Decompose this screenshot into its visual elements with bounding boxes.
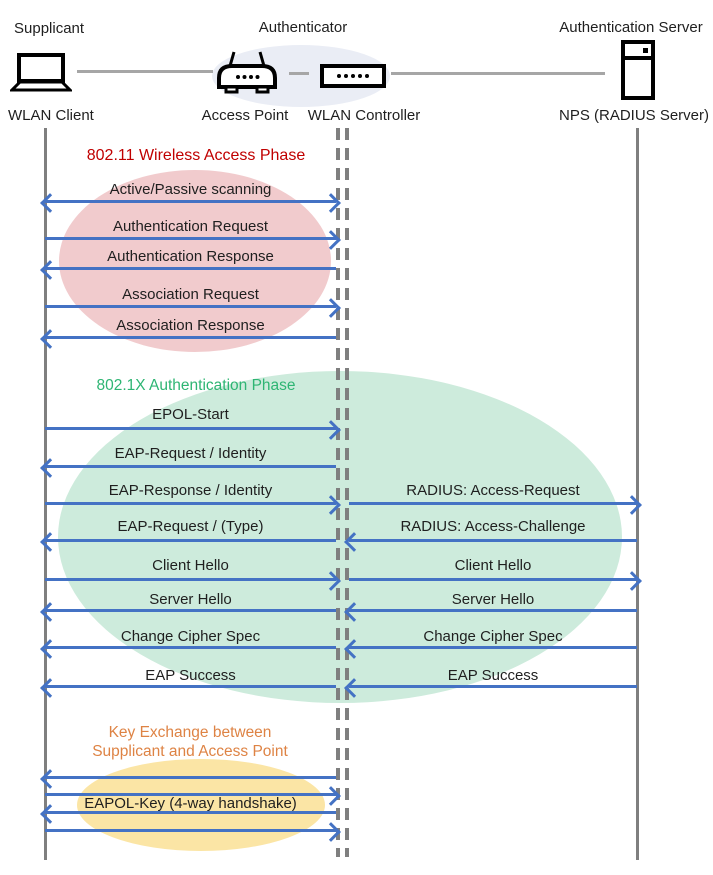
server-lifeline	[636, 128, 639, 860]
device-label-wlan-controller: WLAN Controller	[307, 107, 421, 124]
role-authenticator: Authenticator	[258, 19, 348, 36]
arrow-eap-success-left	[45, 685, 336, 688]
label-radius-access-challenge: RADIUS: Access-Challenge	[400, 518, 586, 535]
wlan-controller-icon	[320, 64, 386, 88]
phase3-title: Key Exchange between Supplicant and Acce…	[54, 723, 326, 761]
phase1-title: 802.11 Wireless Access Phase	[86, 147, 306, 164]
arrow-eapol-key-1	[45, 776, 336, 779]
label-change-cipher-spec-right: Change Cipher Spec	[423, 628, 563, 645]
supplicant-lifeline	[44, 128, 47, 860]
arrow-server-hello-right	[349, 609, 637, 612]
device-label-access-point: Access Point	[201, 107, 289, 124]
connector-client-ap	[77, 70, 213, 73]
phase3-ellipse	[77, 759, 325, 851]
label-association-request: Association Request	[122, 286, 259, 303]
phase3-title-line2: Supplicant and Access Point	[92, 743, 288, 760]
arrow-radius-access-challenge	[349, 539, 637, 542]
label-authentication-request: Authentication Request	[112, 218, 269, 235]
arrow-association-response	[45, 336, 336, 339]
arrow-eapol-key-2	[45, 793, 336, 796]
phase3-title-line1: Key Exchange between	[108, 724, 272, 741]
device-label-wlan-client: WLAN Client	[8, 107, 94, 124]
label-client-hello-left: Client Hello	[152, 557, 229, 574]
label-client-hello-right: Client Hello	[454, 557, 532, 574]
access-point-icon	[217, 51, 277, 94]
arrow-association-request	[45, 305, 336, 308]
label-eapol-key-handshake: EAPOL-Key (4-way handshake)	[84, 795, 297, 812]
label-association-response: Association Response	[116, 317, 265, 334]
role-supplicant: Supplicant	[14, 20, 85, 37]
arrow-eap-success-right	[349, 685, 637, 688]
label-server-hello-left: Server Hello	[149, 591, 232, 608]
arrow-radius-access-request	[349, 502, 637, 505]
label-radius-access-request: RADIUS: Access-Request	[406, 482, 580, 499]
label-eap-request-type: EAP-Request / (Type)	[117, 518, 264, 535]
arrow-eap-request-identity	[45, 465, 336, 468]
arrow-change-cipher-spec-left	[45, 646, 336, 649]
connector-controller-server	[391, 72, 605, 75]
label-eap-response-identity: EAP-Response / Identity	[108, 482, 273, 499]
label-epol-start: EPOL-Start	[152, 406, 229, 423]
label-eap-request-identity: EAP-Request / Identity	[114, 445, 267, 462]
arrow-eap-response-identity	[45, 502, 336, 505]
controller-lifeline-dashed-left	[336, 128, 340, 857]
role-authentication-server: Authentication Server	[559, 19, 703, 36]
label-active-passive-scanning: Active/Passive scanning	[109, 181, 272, 198]
label-authentication-response: Authentication Response	[107, 248, 274, 265]
arrow-authentication-request	[45, 237, 336, 240]
arrow-epol-start	[45, 427, 336, 430]
connector-ap-controller	[289, 72, 309, 75]
arrow-client-hello-left	[45, 578, 336, 581]
arrow-active-passive-scanning	[45, 200, 336, 203]
laptop-icon	[10, 53, 72, 92]
controller-lifeline-dashed-right	[345, 128, 349, 857]
arrow-client-hello-right	[349, 578, 637, 581]
arrow-eapol-key-4	[45, 829, 336, 832]
server-icon	[621, 40, 655, 100]
label-server-hello-right: Server Hello	[451, 591, 535, 608]
arrow-change-cipher-spec-right	[349, 646, 637, 649]
arrow-eapol-key-3	[45, 811, 336, 814]
arrow-eap-request-type	[45, 539, 336, 542]
device-label-nps-radius-server: NPS (RADIUS Server)	[558, 107, 710, 124]
arrow-server-hello-left	[45, 609, 336, 612]
label-eap-success-right: EAP Success	[447, 667, 539, 684]
label-change-cipher-spec-left: Change Cipher Spec	[120, 628, 261, 645]
arrow-authentication-response	[45, 267, 336, 270]
label-eap-success-left: EAP Success	[145, 667, 236, 684]
phase2-title: 802.1X Authentication Phase	[96, 377, 296, 394]
